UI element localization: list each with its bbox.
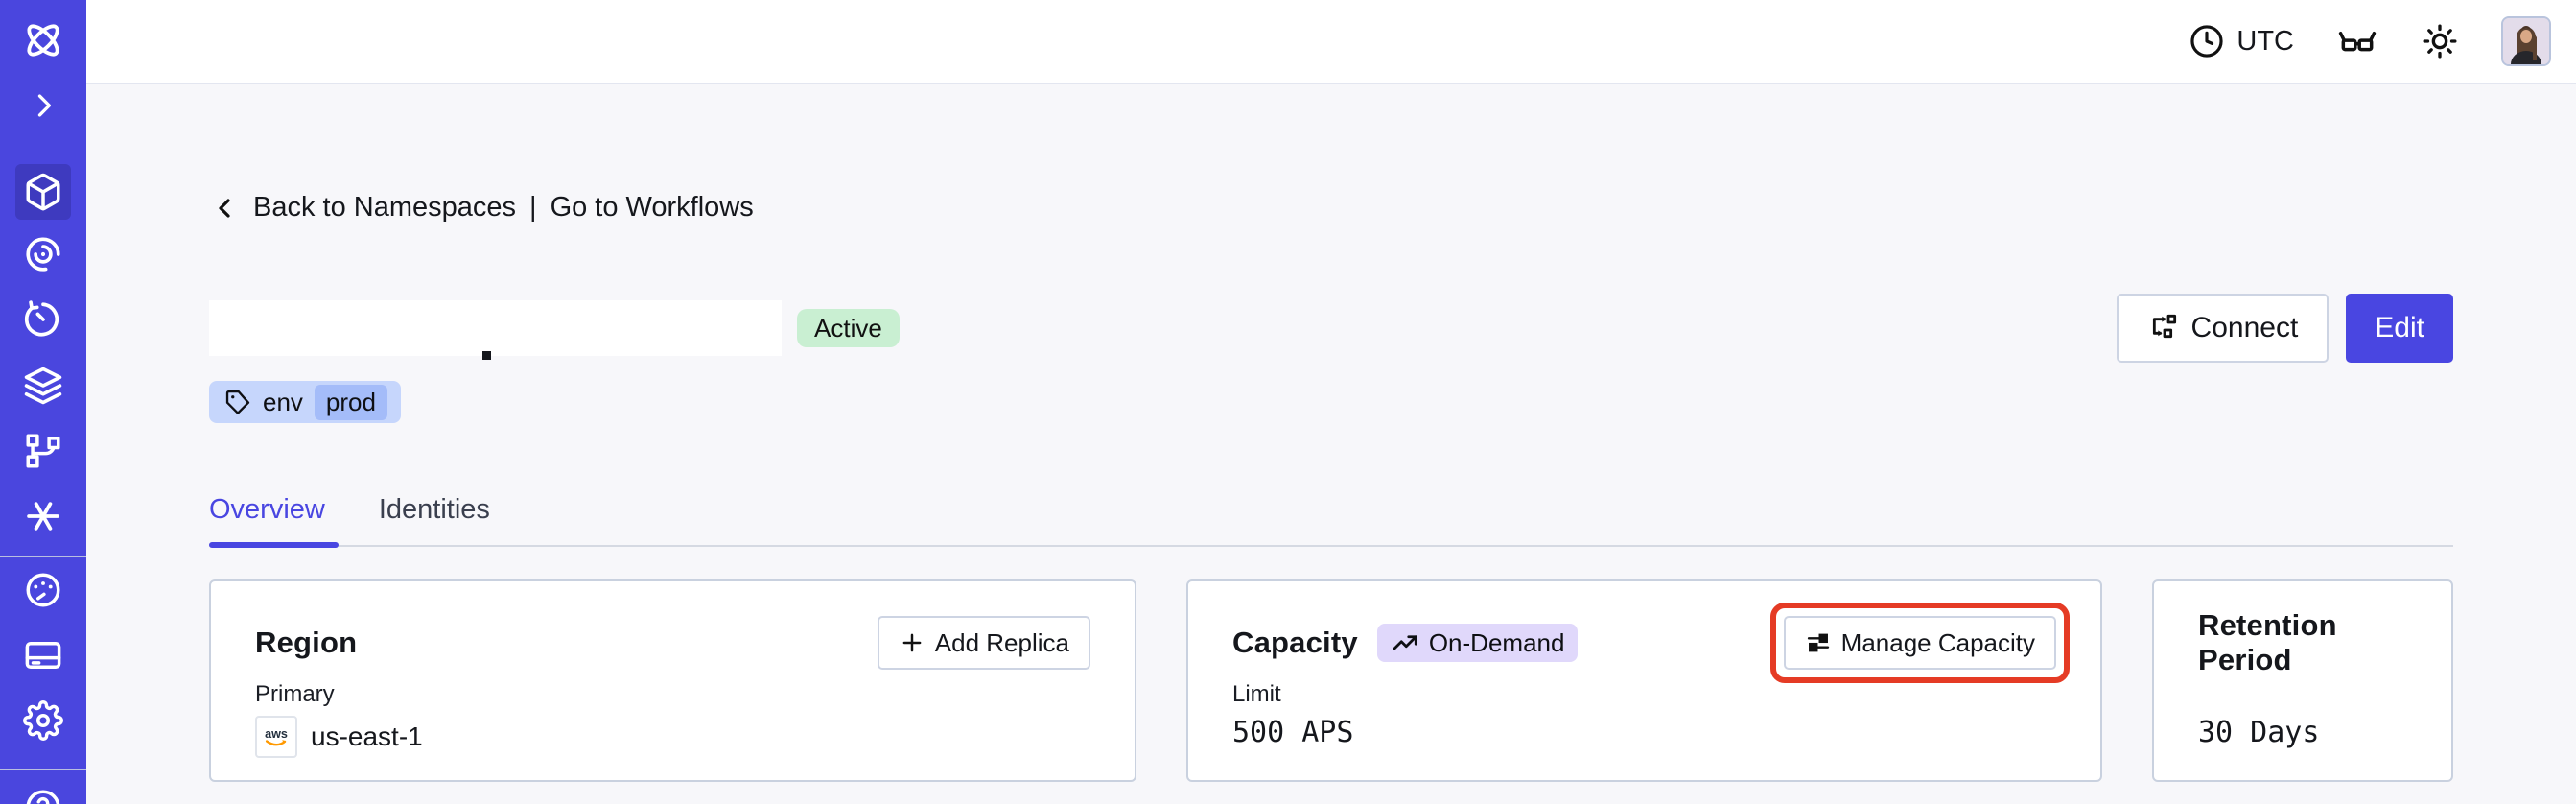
region-card: Region Add Replica Primary aws: [209, 579, 1136, 782]
capacity-field-label: Limit: [1232, 681, 1281, 707]
capacity-card: Capacity On-Demand: [1186, 579, 2102, 782]
tag-key: env: [263, 387, 303, 416]
workflow-branch-icon: [26, 434, 60, 468]
manage-capacity-button[interactable]: Manage Capacity: [1783, 616, 2056, 670]
sidebar-item-help[interactable]: [0, 780, 86, 804]
svg-text:aws: aws: [265, 727, 288, 741]
breadcrumb-separator: |: [529, 192, 537, 223]
sidebar-item-usage[interactable]: [0, 563, 86, 617]
tab-overview[interactable]: Overview: [209, 494, 339, 548]
namespace-header: Active Connect Edit: [209, 293, 2453, 364]
retention-card: Retention Period 30 Days: [2152, 579, 2453, 782]
main-content: Back to Namespaces | Go to Workflows Act…: [86, 86, 2576, 804]
topbar: UTC: [86, 0, 2576, 84]
sidebar-item-billing[interactable]: [0, 628, 86, 682]
header-actions: Connect Edit: [2116, 294, 2453, 363]
gear-icon: [23, 700, 63, 741]
chevron-left-icon[interactable]: [209, 193, 240, 224]
credit-card-icon: [25, 642, 61, 669]
sun-icon: [2423, 24, 2457, 59]
timezone-label: UTC: [2236, 25, 2294, 57]
annotation-highlight-box: Manage Capacity: [1769, 603, 2071, 683]
region-card-title: Region: [255, 626, 358, 659]
retention-card-title: Retention Period: [2198, 608, 2337, 676]
sidebar-item-monitors[interactable]: [0, 227, 86, 281]
sidebar-item-schedules[interactable]: [0, 293, 86, 346]
namespace-name-redacted: [209, 300, 782, 356]
tag-icon: [225, 390, 250, 414]
on-demand-label: On-Demand: [1428, 627, 1565, 657]
user-avatar[interactable]: [2501, 16, 2551, 66]
status-badge: Active: [797, 309, 900, 347]
sidebar-item-integrations[interactable]: [0, 489, 86, 543]
glasses-icon: [2338, 32, 2377, 52]
theme-toggle-button[interactable]: [2421, 22, 2459, 60]
connect-button[interactable]: Connect: [2116, 294, 2330, 363]
add-replica-label: Add Replica: [934, 627, 1069, 657]
spiral-icon: [26, 237, 60, 272]
namespace-tag: env prod: [209, 381, 401, 423]
on-demand-badge: On-Demand: [1376, 624, 1579, 662]
retention-value: 30 Days: [2198, 716, 2320, 749]
namespace-title-group: Active: [209, 300, 900, 360]
aws-provider-badge: aws: [255, 716, 297, 758]
labs-toggle-button[interactable]: [2336, 20, 2378, 62]
history-clock-icon: [24, 300, 59, 337]
sidebar-item-settings[interactable]: [0, 694, 86, 747]
connect-button-label: Connect: [2190, 312, 2299, 343]
sidebar: [0, 0, 86, 804]
sidebar-item-nexus[interactable]: [0, 424, 86, 478]
capacity-card-title: Capacity: [1232, 626, 1358, 659]
sidebar-divider: [0, 556, 86, 557]
sliders-icon: [1807, 633, 1829, 652]
region-field-label: Primary: [255, 681, 335, 707]
cube-icon: [26, 173, 60, 211]
asterisk-icon: [27, 502, 59, 531]
overview-cards: Region Add Replica Primary aws: [209, 579, 2453, 782]
layers-icon: [24, 367, 62, 405]
plus-icon: [902, 633, 922, 652]
edit-button[interactable]: Edit: [2346, 294, 2453, 363]
sidebar-divider: [0, 769, 86, 770]
sidebar-item-deployments[interactable]: [0, 359, 86, 413]
tab-bar: Overview Identities: [209, 494, 2453, 548]
temporal-logo[interactable]: [0, 13, 86, 67]
sidebar-item-namespaces[interactable]: [15, 164, 71, 220]
breadcrumb: Back to Namespaces | Go to Workflows: [209, 192, 2453, 224]
timezone-selector[interactable]: UTC: [2189, 23, 2294, 59]
manage-capacity-label: Manage Capacity: [1840, 627, 2035, 657]
add-replica-button[interactable]: Add Replica: [877, 616, 1090, 670]
gauge-icon: [26, 573, 60, 607]
redacted-text-artifact: [482, 351, 491, 360]
avatar-photo-icon: [2503, 18, 2549, 64]
breadcrumb-workflows-link[interactable]: Go to Workflows: [550, 192, 754, 223]
sidebar-expand-button[interactable]: [0, 79, 86, 132]
aws-logo-icon: aws: [265, 727, 288, 746]
tag-value: prod: [314, 384, 387, 420]
trending-up-icon: [1393, 635, 1417, 650]
capacity-value: 500 APS: [1232, 716, 1354, 749]
region-value: us-east-1: [311, 721, 423, 751]
tag-row: env prod: [209, 381, 2453, 423]
connect-icon: [2152, 314, 2176, 339]
breadcrumb-back-link[interactable]: Back to Namespaces: [253, 192, 517, 223]
clock-icon: [2190, 25, 2224, 58]
help-circle-icon: [26, 790, 60, 804]
tab-identities[interactable]: Identities: [378, 494, 490, 525]
